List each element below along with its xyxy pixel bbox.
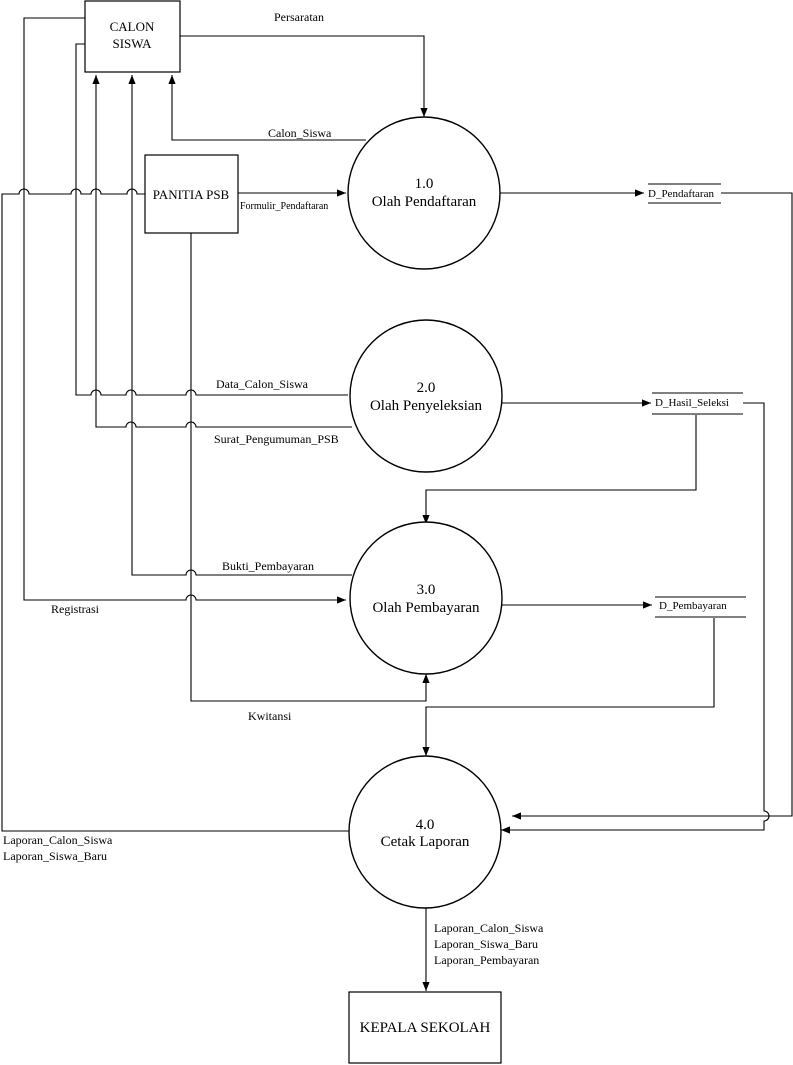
flow-bukti-line [128, 75, 352, 576]
process-1-number: 1.0 [415, 176, 434, 192]
flow-surat-line [92, 75, 352, 428]
process-2-name: Olah Penyeleksian [370, 398, 483, 414]
process-4: 4.0 Cetak Laporan [348, 755, 502, 909]
process-3-number: 3.0 [417, 582, 436, 598]
flow-d-hasil-to-3 [422, 415, 697, 524]
flow-persaratan-label: Persaratan [274, 10, 324, 24]
process-2-number: 2.0 [417, 380, 436, 396]
flow-d-pembayaran-to-4 [422, 618, 715, 756]
store-d-pendaftaran-label: D_Pendaftaran [648, 188, 714, 200]
process-2: 2.0 Olah Penyeleksian [349, 319, 503, 473]
entity-calon-siswa-label-2: SISWA [112, 36, 152, 51]
process-1: 1.0 Olah Pendaftaran [347, 116, 501, 270]
store-d-pendaftaran: D_Pendaftaran [648, 183, 721, 204]
flow-kwitansi-line [190, 233, 430, 702]
store-d-hasil-seleksi: D_Hasil_Seleksi [652, 392, 743, 415]
flow-formulir-label: Formulir_Pendaftaran [240, 201, 328, 212]
flow-registrasi-line [23, 17, 346, 604]
entity-panitia-psb-label: PANITIA PSB [153, 187, 230, 202]
process-4-name: Cetak Laporan [381, 834, 470, 850]
flow-laporan-left-label-2: Laporan_Siswa_Baru [3, 849, 107, 863]
flow-persaratan-line [180, 35, 428, 117]
store-d-pembayaran-label: D_Pembayaran [659, 600, 727, 612]
flow-laporan-left-label-1: Laporan_Calon_Siswa [3, 833, 113, 847]
process-3: 3.0 Olah Pembayaran [349, 521, 503, 675]
process-3-name: Olah Pembayaran [372, 600, 480, 616]
store-d-hasil-seleksi-label: D_Hasil_Seleksi [655, 397, 729, 409]
entity-calon-siswa-label-1: CALON [110, 19, 155, 34]
flow-laporan-bottom-label-3: Laporan_Pembayaran [434, 953, 539, 967]
flow-laporan-left-line [1, 188, 350, 832]
flow-d-hasil-to-4 [501, 402, 770, 834]
flow-kwitansi-label: Kwitansi [248, 709, 292, 723]
process-1-name: Olah Pendaftaran [372, 194, 477, 210]
store-d-pembayaran: D_Pembayaran [655, 596, 746, 618]
flow-data-calon-label: Data_Calon_Siswa [216, 377, 309, 391]
entity-kepala-sekolah: KEPALA SEKOLAH [348, 991, 502, 1064]
flow-laporan-bottom-label-2: Laporan_Siswa_Baru [434, 937, 538, 951]
entity-panitia-psb: PANITIA PSB [144, 154, 239, 234]
entity-calon-siswa: CALON SISWA [84, 0, 181, 73]
process-4-number: 4.0 [416, 817, 435, 833]
flow-registrasi-label: Registrasi [51, 602, 100, 616]
flow-bukti-label: Bukti_Pembayaran [222, 559, 314, 573]
flow-calon-siswa-label: Calon_Siswa [268, 126, 332, 140]
flow-d-pendaftaran-to-4 [512, 192, 793, 820]
entity-kepala-sekolah-label: KEPALA SEKOLAH [360, 1020, 491, 1036]
flow-surat-label: Surat_Pengumuman_PSB [214, 432, 339, 446]
flow-laporan-bottom-label-1: Laporan_Calon_Siswa [434, 921, 544, 935]
flow-calon-siswa-line [168, 75, 366, 141]
